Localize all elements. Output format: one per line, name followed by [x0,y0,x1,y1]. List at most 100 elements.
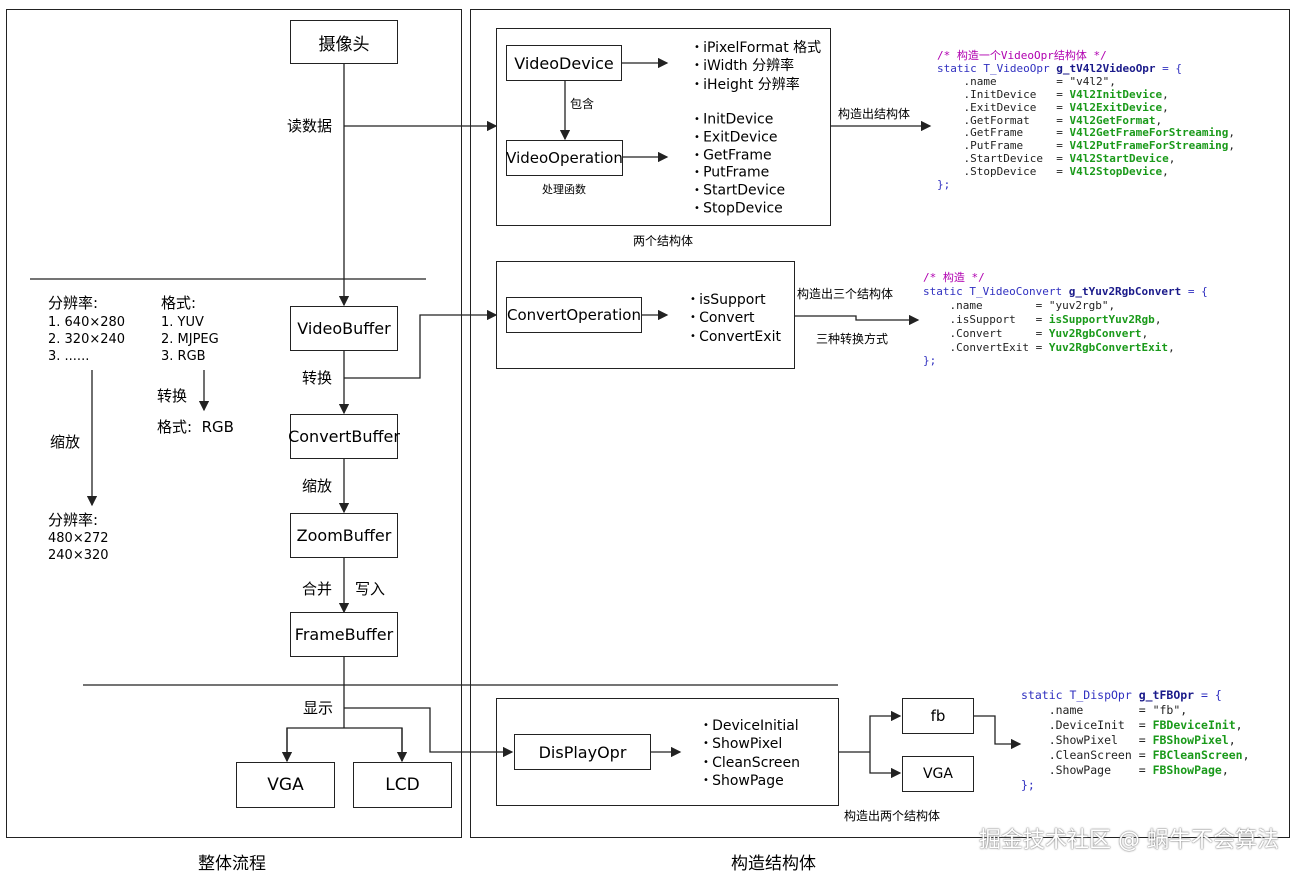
video-opr-code: /* 构造一个VideoOpr结构体 */ static T_VideoOpr … [937,49,1236,192]
convert-arrow-label-top: 构造出三个结构体 [797,287,894,301]
code-value: FBShowPage [1152,763,1222,777]
convert-arrow-label-bottom: 三种转换方式 [816,332,889,346]
code-key: .InitDevice = [937,87,1070,101]
field-item: ShowPixel [703,735,800,753]
code-comment: /* 构造一个VideoOpr结构体 */ [937,49,1107,62]
field-item: ShowPage [703,772,800,790]
result-resolution-item: 240×320 [48,548,109,563]
video-caption: 两个结构体 [633,234,694,248]
field-item: ExitDevice [694,129,785,147]
construct-struct-title: 构造结构体 [731,854,816,874]
convert-label: 转换 [302,369,333,387]
code-decl-tail: = { [1181,284,1208,298]
convert-operation-box: ConvertOperation [506,297,642,333]
code-value: "fb" [1152,703,1181,717]
convert-fields: isSupport Convert ConvertExit [690,291,781,346]
code-decl-tail: = { [1155,61,1183,75]
frame-buffer-box: FrameBuffer [290,612,398,657]
field-item: GetFrame [694,147,785,165]
overall-flow-panel [6,9,462,838]
code-comment: /* 构造 */ [923,271,985,284]
video-struct-frame [496,28,831,226]
field-item: iPixelFormat 格式 [694,39,821,57]
display-label: 显示 [303,699,334,717]
field-item: iHeight 分辨率 [694,76,821,94]
camera-box: 摄像头 [290,20,398,64]
code-value: V4l2StartDevice [1069,152,1169,166]
format-item: 2. MJPEG [161,332,219,347]
watermark: 掘金技术社区 @ 蜗牛不会算法 [979,828,1279,853]
field-item: PutFrame [694,164,785,182]
code-key: .name = [923,298,1049,312]
video-arrow-label: 构造出结构体 [838,107,911,121]
format-title: 格式: [161,294,197,312]
resolution-item: 2. 320×240 [48,332,126,347]
code-decl-type: static T_VideoOpr [937,61,1057,75]
code-key: .Convert = [923,326,1049,340]
video-device-box: VideoDevice [506,45,622,81]
field-item: InitDevice [694,111,785,129]
code-key: .GetFormat = [937,113,1070,127]
code-key: .ShowPage = [1021,763,1153,777]
code-decl-tail: = { [1194,688,1222,702]
video-buffer-box: VideoBuffer [290,306,398,351]
resolution-zoom-label: 缩放 [50,433,81,451]
code-key: .isSupport = [923,312,1049,326]
code-key: .ShowPixel = [1021,733,1153,747]
code-value: FBDeviceInit [1152,718,1236,732]
code-value: V4l2ExitDevice [1069,100,1163,114]
field-item: StartDevice [694,182,785,200]
convert-struct-frame [496,261,795,369]
vga-target-box: VGA [902,756,974,792]
video-operation-fields: InitDevice ExitDevice GetFrame PutFrame … [694,111,785,218]
code-key: .name = [937,74,1070,88]
code-value: Yuv2RgbConvert [1048,326,1142,340]
code-value: "v4l2" [1069,74,1110,88]
code-close: }; [1021,778,1035,792]
resolution-title: 分辨率: [48,294,99,312]
code-value: "yuv2rgb" [1048,298,1109,312]
resolution-item: 1. 640×280 [48,315,126,330]
contains-label: 包含 [570,97,595,111]
display-caption: 构造出两个结构体 [844,809,941,823]
convert-code: /* 构造 */ static T_VideoConvert g_tYuv2Rg… [923,271,1208,368]
video-device-fields: iPixelFormat 格式 iWidth 分辨率 iHeight 分辨率 [694,39,821,94]
code-key: .StopDevice = [937,165,1070,179]
code-key: .GetFrame = [937,126,1070,140]
field-item: StopDevice [694,200,785,218]
field-item: DeviceInitial [703,717,800,735]
read-data-label: 读数据 [287,117,333,135]
code-value: V4l2StopDevice [1069,165,1163,179]
convert-buffer-box: ConvertBuffer [288,414,400,459]
code-value: V4l2GetFormat [1069,113,1156,127]
code-key: .StartDevice = [937,152,1070,166]
code-value: Yuv2RgbConvertExit [1048,340,1169,354]
vga-output-box: VGA [236,762,335,808]
code-value: V4l2InitDevice [1069,87,1163,101]
resolution-item: 3. ...... [48,349,90,364]
write-label: 写入 [355,580,386,598]
code-value: FBShowPixel [1152,733,1229,747]
format-item: 3. RGB [161,349,206,364]
field-item: CleanScreen [703,754,800,772]
field-item: isSupport [690,291,781,309]
fb-target-box: fb [902,698,974,734]
code-key: .name = [1021,703,1153,717]
display-struct-frame [496,698,839,806]
format-item: 1. YUV [161,315,204,330]
display-fields: DeviceInitial ShowPixel CleanScreen Show… [703,717,800,790]
code-decl-name: g_tV4l2VideoOpr [1056,61,1156,75]
result-resolution-item: 480×272 [48,531,109,546]
code-value: V4l2PutFrameForStreaming [1069,139,1229,153]
code-value: V4l2GetFrameForStreaming [1069,126,1229,140]
merge-label: 合并 [302,580,333,598]
code-key: .PutFrame = [937,139,1070,153]
code-decl-type: static T_DispOpr [1021,688,1139,702]
display-opr-box: DisPlayOpr [514,734,651,770]
handler-label: 处理函数 [542,183,586,196]
video-operation-box: VideoOperation [506,140,623,176]
code-key: .ConvertExit = [923,340,1049,354]
code-decl-name: g_tYuv2RgbConvert [1068,284,1182,298]
code-key: .CleanScreen = [1021,748,1153,762]
